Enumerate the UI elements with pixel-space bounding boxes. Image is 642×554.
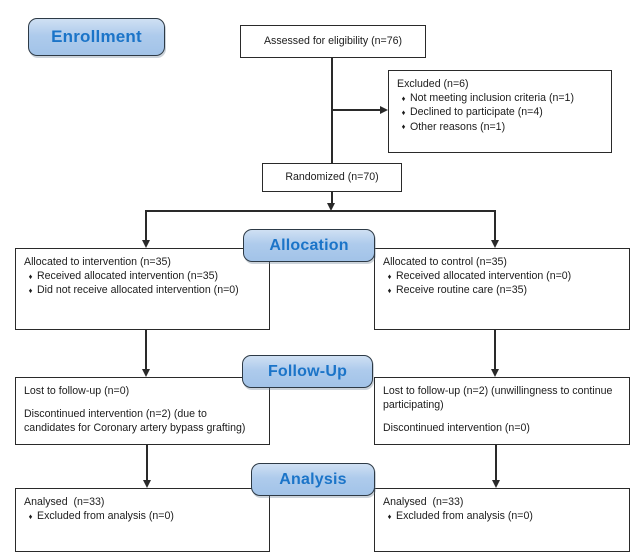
diamond-bullet-icon: ♦: [28, 511, 33, 521]
alloc-control-item: ♦ Received allocated intervention (n=0): [383, 269, 621, 283]
box-randomized: Randomized (n=70): [262, 163, 402, 192]
excluded-item-text: Not meeting inclusion criteria (n=1): [410, 92, 574, 105]
followup-control-line: Discontinued intervention (n=0): [383, 422, 530, 435]
diamond-bullet-icon: ♦: [387, 271, 392, 281]
stage-label-followup: Follow-Up: [242, 355, 373, 388]
excluded-item-text: Other reasons (n=1): [410, 120, 506, 133]
connector-branch-horizontal: [145, 210, 496, 212]
box-excluded: Excluded (n=6) ♦ Not meeting inclusion c…: [388, 70, 612, 153]
diamond-bullet-icon: ♦: [401, 122, 406, 132]
alloc-intervention-item-text: Received allocated intervention (n=35): [37, 270, 219, 283]
arrowhead-analysis-right-icon: [491, 480, 500, 488]
analysis-control-item: ♦ Excluded from analysis (n=0): [383, 509, 621, 523]
box-analysed-intervention: Analysed (n=33) ♦ Excluded from analysis…: [15, 488, 270, 552]
alloc-control-item-text: Received allocated intervention (n=0): [396, 270, 572, 283]
box-followup-intervention: Lost to follow-up (n=0) Discontinued int…: [15, 377, 270, 445]
arrowhead-allocation-left-icon: [141, 240, 150, 248]
arrowhead-excluded-icon: [380, 105, 388, 114]
connector-branch-right: [494, 210, 496, 241]
connector-randomized-down: [331, 192, 333, 204]
diamond-bullet-icon: ♦: [387, 285, 392, 295]
connector-alloc-to-followup-right: [494, 330, 496, 371]
connector-alloc-to-followup-left: [145, 330, 147, 371]
analysis-intervention-item-text: Excluded from analysis (n=0): [37, 510, 174, 523]
box-followup-control: Lost to follow-up (n=2) (unwillingness t…: [374, 377, 630, 445]
diamond-bullet-icon: ♦: [387, 511, 392, 521]
diamond-bullet-icon: ♦: [401, 93, 406, 103]
excluded-item: ♦ Other reasons (n=1): [397, 120, 603, 134]
alloc-control-title: Allocated to control (n=35): [383, 256, 507, 268]
assessed-text: Assessed for eligibility (n=76): [263, 35, 403, 48]
arrowhead-followup-left-icon: [141, 369, 150, 377]
excluded-title: Excluded (n=6): [397, 78, 469, 90]
excluded-item: ♦ Not meeting inclusion criteria (n=1): [397, 91, 603, 105]
randomized-text: Randomized (n=70): [285, 171, 379, 184]
stage-label-enrollment-text: Enrollment: [51, 27, 142, 46]
box-analysed-control: Analysed (n=33) ♦ Excluded from analysis…: [374, 488, 630, 552]
stage-label-followup-text: Follow-Up: [267, 362, 348, 380]
box-allocated-control: Allocated to control (n=35) ♦ Received a…: [374, 248, 630, 330]
alloc-intervention-item: ♦ Did not receive allocated intervention…: [24, 283, 261, 297]
stage-label-allocation: Allocation: [243, 229, 375, 262]
diamond-bullet-icon: ♦: [401, 107, 406, 117]
alloc-intervention-item-text: Did not receive allocated intervention (…: [37, 284, 239, 297]
analysis-intervention-item: ♦ Excluded from analysis (n=0): [24, 509, 261, 523]
excluded-item-text: Declined to participate (n=4): [410, 106, 543, 119]
excluded-item: ♦ Declined to participate (n=4): [397, 105, 603, 119]
connector-to-excluded: [332, 109, 381, 111]
diamond-bullet-icon: ♦: [28, 285, 33, 295]
stage-label-enrollment: Enrollment: [28, 18, 165, 56]
followup-control-line: Lost to follow-up (n=2) (unwillingness t…: [383, 385, 616, 412]
alloc-intervention-title: Allocated to intervention (n=35): [24, 256, 171, 268]
diamond-bullet-icon: ♦: [28, 271, 33, 281]
followup-intervention-line: Lost to follow-up (n=0): [24, 385, 130, 397]
box-assessed-for-eligibility: Assessed for eligibility (n=76): [240, 25, 426, 58]
analysis-intervention-title: Analysed (n=33): [24, 496, 105, 508]
stage-label-analysis: Analysis: [251, 463, 375, 496]
arrowhead-randomized-icon: [327, 203, 335, 211]
box-allocated-intervention: Allocated to intervention (n=35) ♦ Recei…: [15, 248, 270, 330]
connector-followup-to-analysis-left: [146, 445, 148, 482]
alloc-control-item: ♦ Receive routine care (n=35): [383, 283, 621, 297]
analysis-control-title: Analysed (n=33): [383, 496, 464, 508]
arrowhead-followup-right-icon: [490, 369, 499, 377]
connector-followup-to-analysis-right: [495, 445, 497, 482]
arrowhead-analysis-left-icon: [142, 480, 151, 488]
alloc-control-item-text: Receive routine care (n=35): [396, 284, 528, 297]
arrowhead-allocation-right-icon: [490, 240, 499, 248]
stage-label-allocation-text: Allocation: [269, 236, 349, 254]
connector-branch-left: [145, 210, 147, 241]
alloc-intervention-item: ♦ Received allocated intervention (n=35): [24, 269, 261, 283]
followup-intervention-line: Discontinued intervention (n=2) (due to …: [24, 408, 246, 435]
analysis-control-item-text: Excluded from analysis (n=0): [396, 510, 533, 523]
stage-label-analysis-text: Analysis: [279, 470, 347, 488]
